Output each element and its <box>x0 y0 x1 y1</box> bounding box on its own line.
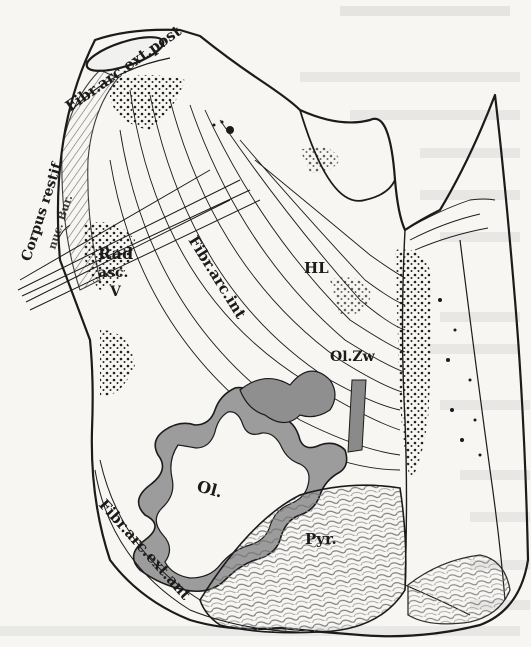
label-pyr: Pyr. <box>305 530 337 548</box>
label-ol-zw: Ol.Zw <box>330 349 376 365</box>
label-fibr-arc-int: Fibr.arc.int <box>185 233 250 322</box>
label-asc: asc. <box>98 265 128 281</box>
label-hl: HL <box>304 259 329 277</box>
label-rad: Rad <box>98 244 133 263</box>
label-v: V <box>109 284 122 300</box>
